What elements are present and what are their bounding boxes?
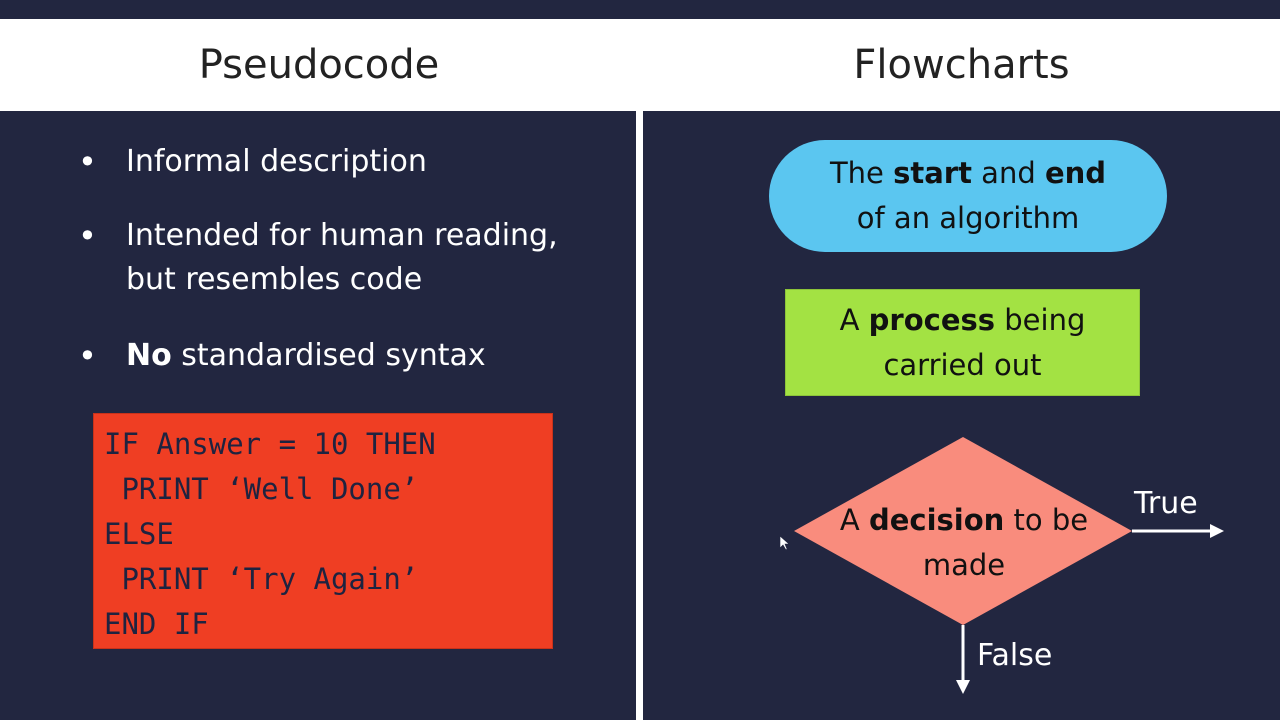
bullet-dot: •	[78, 143, 97, 181]
pseudocode-title: Pseudocode	[0, 19, 638, 111]
bullet-line: Intended for human reading,	[126, 218, 558, 253]
process-text: A	[839, 302, 869, 337]
decision-text: A	[839, 503, 869, 537]
top-bar	[0, 0, 1280, 19]
bullet-dot: •	[78, 217, 97, 255]
flowcharts-title: Flowcharts	[643, 19, 1280, 111]
bullet-line: Informal description	[126, 144, 427, 179]
terminator-text: of an algorithm	[856, 201, 1080, 235]
decision-text: to be	[1004, 503, 1089, 537]
false-arrow-head	[956, 680, 970, 694]
terminator-bold-end: end	[1044, 156, 1107, 190]
terminator-shape: The start and end of an algorithm	[769, 140, 1167, 252]
terminator-text: and	[971, 156, 1045, 190]
false-label: False	[977, 638, 1053, 673]
process-text: being	[995, 302, 1086, 337]
decision-label: A decision to be made	[820, 498, 1108, 588]
bullet-dot: •	[78, 337, 97, 375]
true-label: True	[1134, 486, 1198, 521]
bullet-no-syntax: No standardised syntax	[126, 334, 596, 378]
bullet-intended: Intended for human reading, but resemble…	[126, 214, 596, 302]
mouse-cursor-icon	[779, 535, 790, 551]
code-line: ELSE	[104, 517, 174, 551]
bullet-rest: standardised syntax	[171, 338, 486, 373]
bullet-bold-word: No	[126, 338, 172, 373]
process-shape: A process being carried out	[785, 289, 1140, 396]
bullet-informal: Informal description	[126, 140, 596, 184]
code-line: PRINT ‘Well Done’	[104, 472, 419, 506]
terminator-text: The	[829, 156, 894, 190]
panel-divider	[636, 111, 643, 720]
code-line: PRINT ‘Try Again’	[104, 562, 419, 596]
true-arrow-head	[1210, 524, 1224, 538]
process-bold: process	[868, 302, 996, 337]
decision-bold: decision	[868, 503, 1005, 537]
pseudocode-example: IF Answer = 10 THEN PRINT ‘Well Done’ EL…	[93, 413, 553, 649]
code-line: IF Answer = 10 THEN	[104, 427, 436, 461]
decision-diamond	[794, 437, 1132, 625]
bullet-line: but resembles code	[126, 262, 423, 297]
terminator-bold-start: start	[893, 156, 972, 190]
code-line: END IF	[104, 607, 209, 641]
decision-text: made	[922, 548, 1006, 582]
process-text: carried out	[883, 347, 1042, 382]
